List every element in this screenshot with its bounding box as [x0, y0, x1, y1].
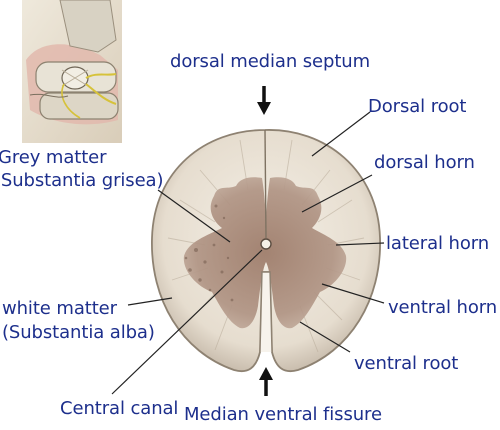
- dorsal-horn-leader: [301, 174, 373, 213]
- grey-matter-leader: [157, 189, 231, 243]
- ventral-horn-leader: [321, 283, 385, 304]
- label-substantia-grisea: (Substantia grisea): [0, 170, 164, 191]
- spinal-column-thumbnail: [22, 0, 122, 143]
- lateral-horn-leader: [335, 242, 385, 246]
- central-canal-dot: [260, 238, 272, 250]
- dorsal-root-leader: [311, 111, 371, 157]
- label-grey-matter: Grey matter: [0, 147, 107, 168]
- label-substantia-alba: (Substantia alba): [2, 322, 155, 343]
- label-central-canal: Central canal: [60, 398, 179, 419]
- white-matter-leader: [127, 297, 173, 306]
- ventral-root-leader: [299, 321, 351, 353]
- label-ventral-horn: ventral horn: [388, 297, 498, 318]
- label-lateral-horn: lateral horn: [386, 233, 490, 254]
- spinal-cord-cross-section: [151, 129, 381, 373]
- label-dorsal-horn: dorsal horn: [374, 152, 475, 173]
- label-dorsal-root: Dorsal root: [368, 96, 467, 117]
- label-white-matter: white matter: [2, 298, 117, 319]
- label-dorsal-median-septum: dorsal median septum: [170, 51, 371, 72]
- dorsal-arrow: [257, 86, 271, 115]
- label-median-ventral-fissure: Median ventral fissure: [184, 404, 382, 425]
- central-canal-leader: [111, 249, 263, 395]
- grey-matter-region: [183, 177, 347, 329]
- label-ventral-root: ventral root: [354, 353, 459, 374]
- ventral-arrow: [259, 367, 273, 396]
